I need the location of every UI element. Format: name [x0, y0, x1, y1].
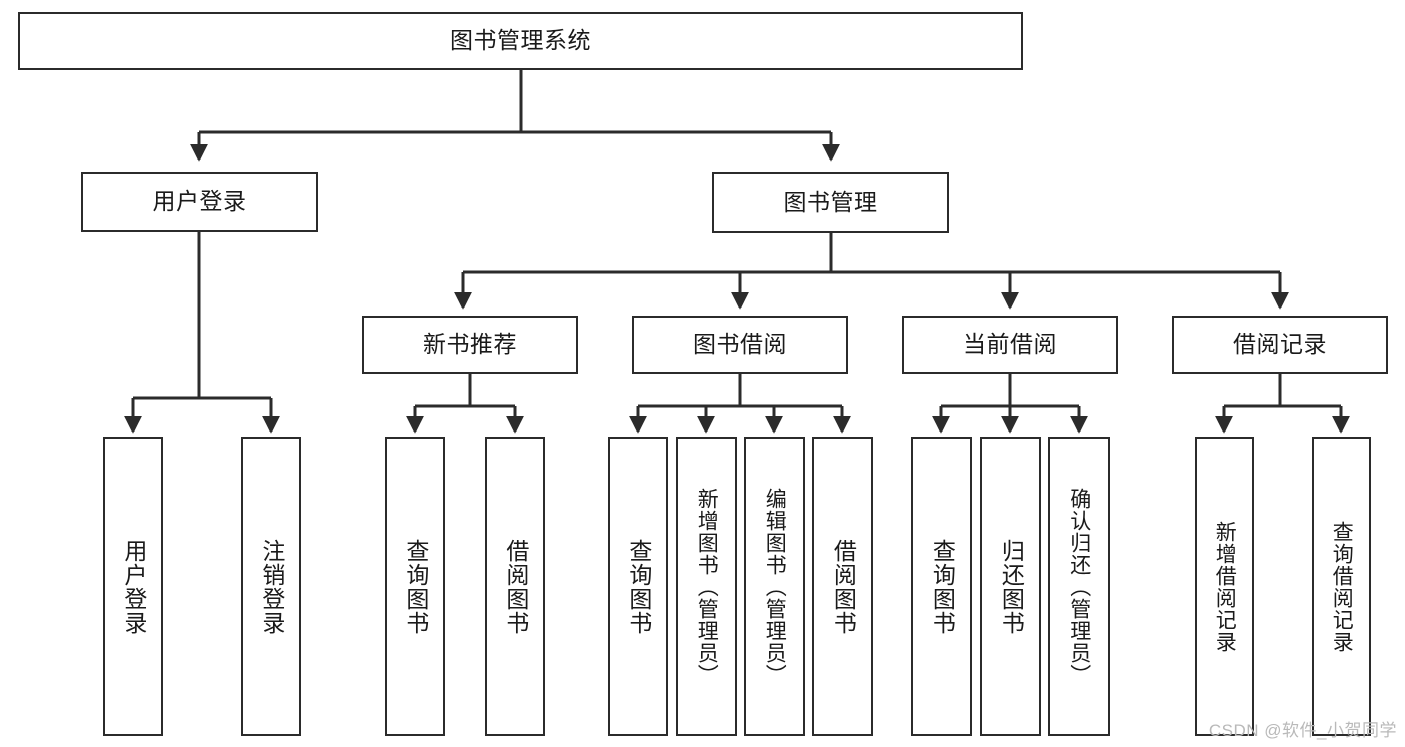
node-user-login[interactable]: 用户登录 [81, 172, 318, 232]
node-book-manage-label: 图书管理 [783, 188, 878, 215]
watermark-text: CSDN @软件_小贺同学 [1208, 721, 1397, 740]
node-leaf-query-book-3-label: 查询图书 [929, 538, 956, 635]
node-book-manage[interactable]: 图书管理 [712, 172, 949, 233]
node-leaf-query-book-2[interactable]: 查询图书 [608, 437, 668, 736]
node-leaf-return-book-label: 归还图书 [998, 538, 1025, 635]
node-book-borrow[interactable]: 图书借阅 [632, 316, 848, 374]
node-leaf-logout-login-label: 注销登录 [258, 538, 285, 635]
node-leaf-query-book-2-label: 查询图书 [625, 538, 652, 635]
node-leaf-query-book-1-label: 查询图书 [402, 538, 429, 635]
node-borrow-record[interactable]: 借阅记录 [1172, 316, 1388, 374]
node-leaf-edit-book-label: 编辑图书（管理员） [763, 487, 787, 686]
node-leaf-borrow-book-1[interactable]: 借阅图书 [485, 437, 545, 736]
node-borrow-record-label: 借阅记录 [1233, 331, 1327, 358]
node-root-label: 图书管理系统 [450, 27, 591, 54]
node-leaf-query-record-label: 查询借阅记录 [1330, 520, 1354, 653]
node-leaf-add-book[interactable]: 新增图书（管理员） [676, 437, 737, 736]
node-leaf-borrow-book-1-label: 借阅图书 [502, 538, 529, 635]
node-book-borrow-label: 图书借阅 [693, 331, 787, 358]
node-current-borrow[interactable]: 当前借阅 [902, 316, 1118, 374]
node-leaf-query-book-1[interactable]: 查询图书 [385, 437, 445, 736]
node-leaf-return-book[interactable]: 归还图书 [980, 437, 1041, 736]
node-leaf-confirm-return-label: 确认归还（管理员） [1067, 487, 1091, 686]
node-leaf-query-record[interactable]: 查询借阅记录 [1312, 437, 1371, 736]
node-user-login-label: 用户登录 [152, 188, 247, 215]
node-leaf-edit-book[interactable]: 编辑图书（管理员） [744, 437, 805, 736]
node-leaf-add-book-label: 新增图书（管理员） [695, 487, 719, 686]
node-new-book-recommend[interactable]: 新书推荐 [362, 316, 578, 374]
node-leaf-add-record-label: 新增借阅记录 [1213, 520, 1237, 653]
node-leaf-query-book-3[interactable]: 查询图书 [911, 437, 972, 736]
node-root[interactable]: 图书管理系统 [18, 12, 1023, 70]
node-leaf-user-login[interactable]: 用户登录 [103, 437, 163, 736]
node-leaf-logout-login[interactable]: 注销登录 [241, 437, 301, 736]
node-leaf-user-login-label: 用户登录 [120, 538, 147, 635]
node-leaf-borrow-book-2[interactable]: 借阅图书 [812, 437, 873, 736]
node-leaf-add-record[interactable]: 新增借阅记录 [1195, 437, 1254, 736]
node-leaf-confirm-return[interactable]: 确认归还（管理员） [1048, 437, 1110, 736]
node-leaf-borrow-book-2-label: 借阅图书 [830, 538, 857, 635]
node-current-borrow-label: 当前借阅 [963, 331, 1057, 358]
node-new-book-recommend-label: 新书推荐 [423, 331, 517, 358]
